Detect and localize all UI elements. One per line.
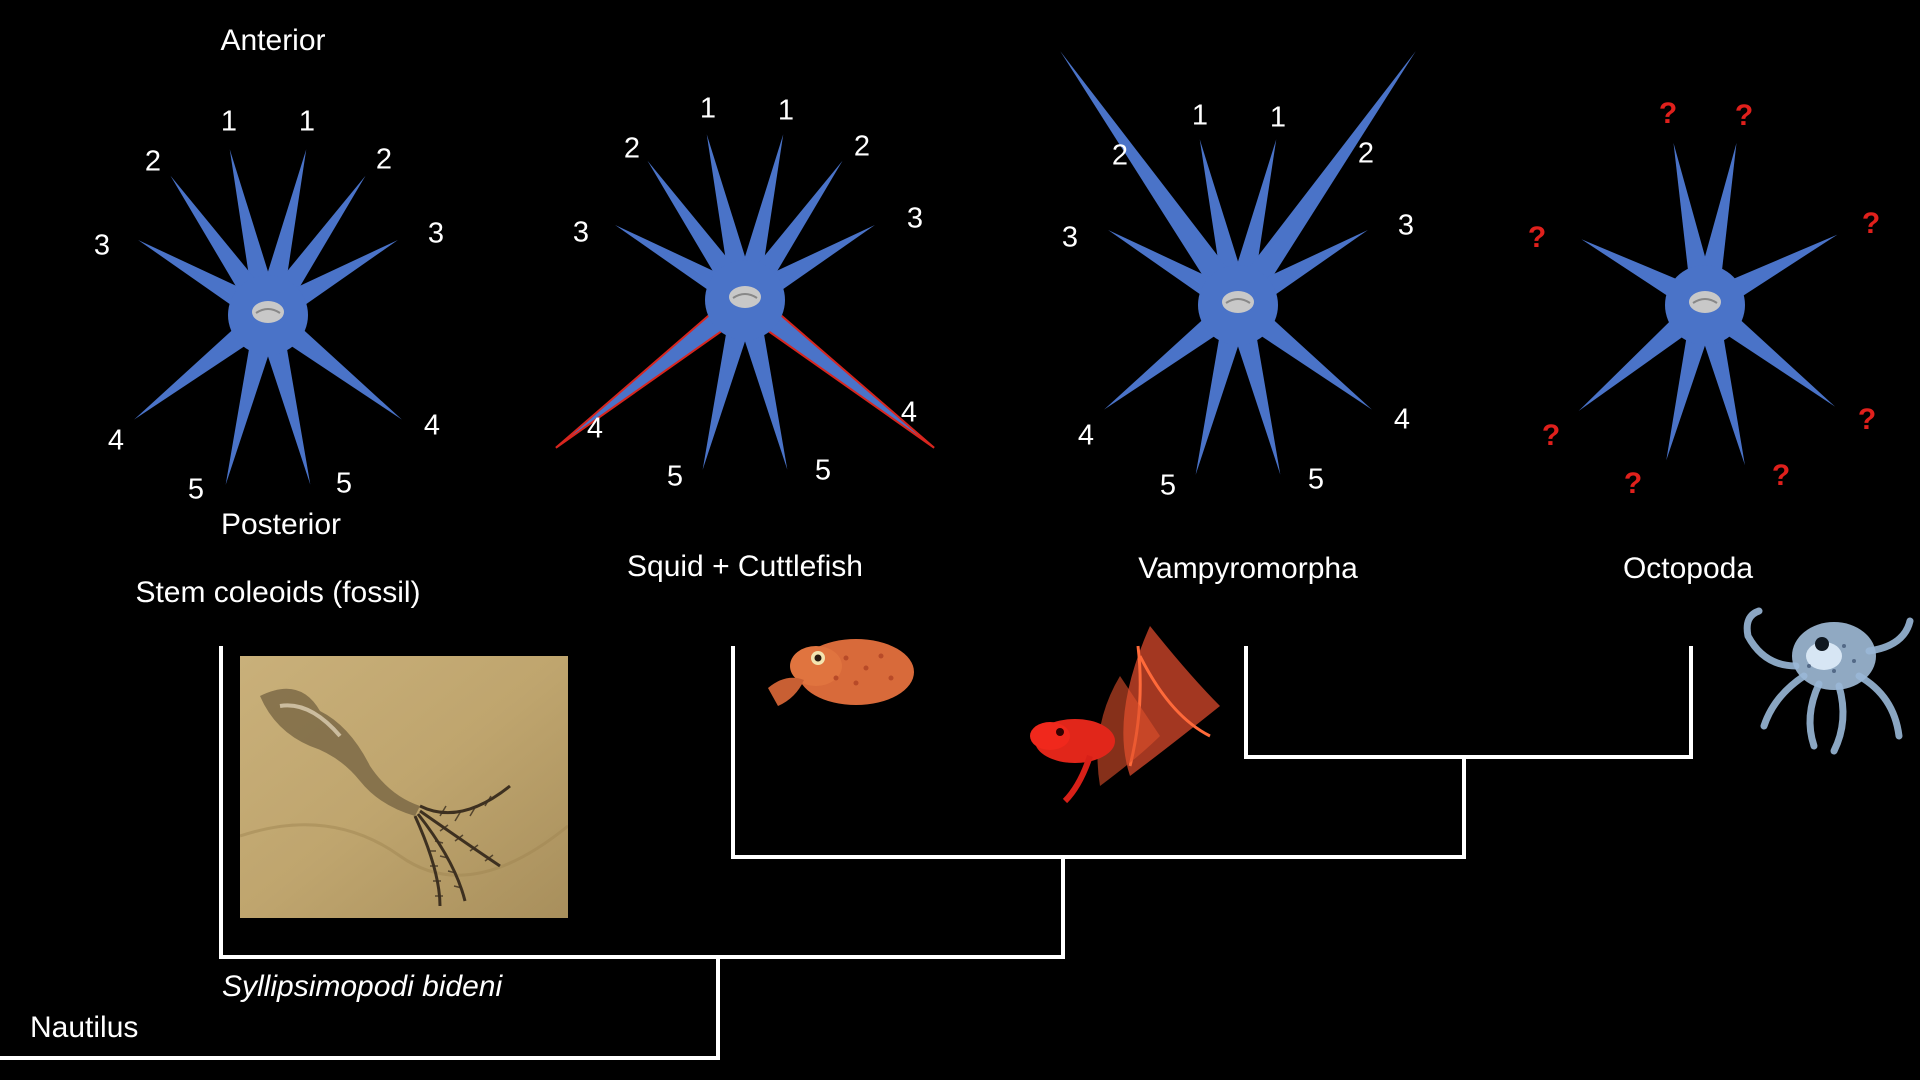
crown-stem-coleoids-arm-label: 5 (336, 468, 352, 500)
crown-stem-coleoids-beak-mark (255, 308, 281, 314)
crown-squid-cuttlefish-arm-label: 2 (854, 131, 870, 163)
crown-stem-coleoids-arm-label: 3 (94, 230, 110, 262)
crown-stem-coleoids-arm-label: 2 (376, 144, 392, 176)
crown-vampyromorpha-arm-label: 5 (1160, 470, 1176, 502)
crown-octopoda-arm-label: ? (1624, 467, 1642, 500)
crown-squid-cuttlefish-beak-mark (732, 293, 758, 299)
cuttlefish-photo (756, 628, 920, 716)
crown-vampyromorpha-arm-label: 3 (1398, 210, 1414, 242)
crown-stem-coleoids-arm (255, 311, 311, 485)
crown-octopoda-arm-label: ? (1542, 419, 1560, 452)
crown-squid-cuttlefish-arm-label: 4 (901, 397, 917, 429)
crown-vampyromorpha-arm-label: 3 (1062, 222, 1078, 254)
crown-stem-coleoids-arm-label: 4 (108, 425, 124, 457)
crown-squid-cuttlefish-arm-label: 3 (573, 217, 589, 249)
crown-squid-cuttlefish-arm-label: 2 (624, 133, 640, 165)
crown-squid-cuttlefish-arm-label: 1 (700, 93, 716, 125)
crown-squid-cuttlefish-arm-label: 3 (907, 203, 923, 235)
crown-squid-cuttlefish-arm-label: 4 (587, 413, 603, 445)
octopus-photo (1734, 596, 1920, 762)
crown-vampyromorpha-arm-label: 2 (1112, 140, 1128, 172)
crown-stem-coleoids-arm-label: 5 (188, 474, 204, 506)
crown-vampyromorpha-arm-label: 1 (1270, 102, 1286, 134)
crown-squid-cuttlefish-arm (702, 296, 758, 470)
crown-vampyromorpha-beak-mark (1225, 298, 1251, 304)
crown-vampyromorpha-arm (1195, 301, 1251, 475)
crown-stem-coleoids-beak (252, 301, 284, 323)
crown-vampyromorpha-arm-label: 4 (1078, 420, 1094, 452)
taxon-label-stem-coleoids: Stem coleoids (fossil) (135, 576, 421, 609)
crown-stem-coleoids-arm (225, 311, 281, 485)
crown-squid-cuttlefish-arm (732, 296, 788, 470)
branch-nautilus-root (0, 955, 720, 1060)
crown-vampyromorpha-arm-label: 2 (1358, 138, 1374, 170)
crown-octopoda-arm-label: ? (1858, 403, 1876, 436)
taxon-label-nautilus: Nautilus (30, 1011, 139, 1044)
taxon-label-syllipsimopodi: Syllipsimopodi bideni (222, 970, 503, 1003)
crown-vampyromorpha-arm-label: 5 (1308, 464, 1324, 496)
phylogenetic-tree (0, 646, 1693, 1060)
crown-octopoda-arm-label: ? (1862, 207, 1880, 240)
crown-octopoda: ???????? (1528, 97, 1880, 500)
taxon-label-squid-cuttlefish: Squid + Cuttlefish (627, 550, 863, 583)
anterior-label: Anterior (220, 24, 326, 57)
crown-stem-coleoids-arm-label: 4 (424, 410, 440, 442)
crown-stem-coleoids-arm-label: 2 (145, 146, 161, 178)
crown-stem-coleoids-arm-label: 1 (299, 106, 315, 138)
posterior-label: Posterior (220, 508, 342, 541)
branch-stem-clade (219, 646, 1065, 959)
crown-stem-coleoids: 1 1 2 2 3 3 4 4 5 5 (94, 106, 444, 506)
fossil-photo (240, 656, 568, 918)
crown-vampyromorpha-arm (1060, 51, 1250, 314)
vampire-squid-photo (1020, 616, 1238, 836)
crown-stem-coleoids-arm-label: 3 (428, 218, 444, 250)
crown-vampyromorpha: 1 1 2 2 3 3 4 4 5 5 (1060, 51, 1416, 502)
crown-octopoda-arm-label: ? (1772, 459, 1790, 492)
crown-vampyromorpha-arm (1225, 301, 1281, 475)
crown-squid-cuttlefish-arm-label: 5 (815, 455, 831, 487)
crown-octopoda-arm-label: ? (1735, 99, 1753, 132)
branch-vampyro-octopoda (1244, 646, 1693, 759)
crown-vampyromorpha-arm-label: 4 (1394, 404, 1410, 436)
crown-octopoda-arm-label: ? (1659, 97, 1677, 130)
crown-squid-cuttlefish: 1 1 2 2 3 3 4 4 5 5 (555, 93, 935, 493)
taxon-label-vampyromorpha: Vampyromorpha (1138, 552, 1358, 585)
crown-octopoda-beak-mark (1692, 298, 1718, 304)
taxon-label-octopoda: Octopoda (1622, 552, 1754, 585)
crown-vampyromorpha-arm (1226, 51, 1416, 314)
crown-stem-coleoids-arm-label: 1 (221, 106, 237, 138)
crown-squid-cuttlefish-arm-label: 5 (667, 461, 683, 493)
crown-squid-cuttlefish-beak (729, 286, 761, 308)
crown-octopoda-beak (1689, 291, 1721, 313)
crown-octopoda-arm-label: ? (1528, 221, 1546, 254)
branch-squid-clade (731, 646, 1466, 859)
crown-vampyromorpha-arm-label: 1 (1192, 100, 1208, 132)
crown-squid-cuttlefish-arm-label: 1 (778, 95, 794, 127)
crown-vampyromorpha-beak (1222, 291, 1254, 313)
